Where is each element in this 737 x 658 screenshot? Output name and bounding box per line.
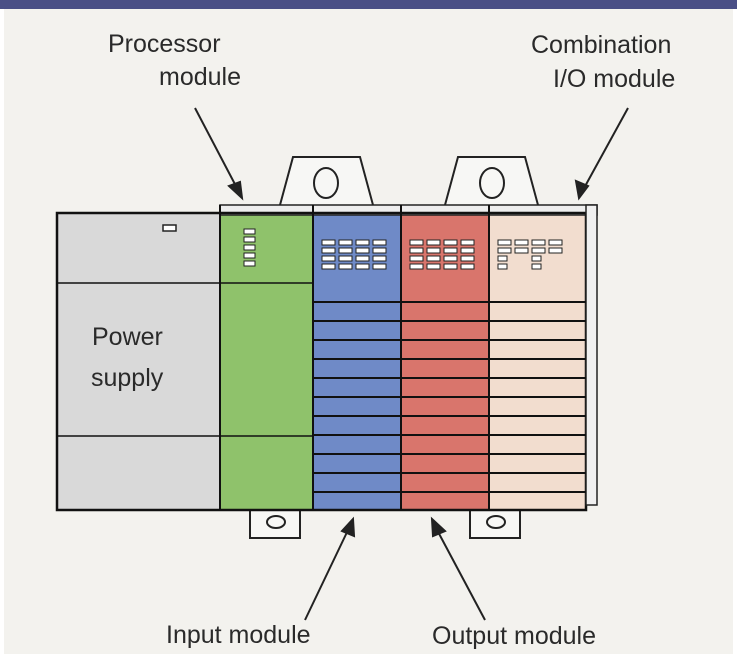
output-led	[443, 263, 458, 270]
power-supply-module	[57, 213, 220, 510]
output-led	[443, 239, 458, 246]
combo-led	[548, 247, 563, 254]
arrowhead-input	[340, 516, 356, 538]
output-led	[409, 247, 424, 254]
combo-led	[531, 255, 542, 262]
output-led	[460, 255, 475, 262]
mounting-hole-right	[479, 167, 505, 199]
input-led	[321, 239, 336, 246]
output-led	[426, 239, 441, 246]
combination-label-line2: I/O module	[553, 65, 676, 93]
combo-led	[514, 239, 529, 246]
input-led	[338, 247, 353, 254]
input-led	[321, 247, 336, 254]
output-module-label: Output module	[432, 622, 596, 650]
output-led	[409, 255, 424, 262]
bottom-hole-right	[486, 515, 506, 529]
arrowhead-combination	[574, 179, 590, 201]
combination-label-line1: Combination	[531, 31, 672, 59]
arrow-combination	[582, 107, 629, 191]
input-led	[338, 239, 353, 246]
input-led	[355, 239, 370, 246]
input-led	[355, 255, 370, 262]
combination-io-module	[489, 213, 586, 510]
processor-module	[220, 213, 313, 510]
processor-led-column	[243, 228, 256, 267]
output-led	[443, 247, 458, 254]
combo-led	[497, 239, 512, 246]
combo-led	[497, 247, 512, 254]
combo-led	[531, 263, 542, 270]
processor-label-line2: module	[159, 63, 241, 91]
arrowhead-processor	[227, 180, 244, 201]
output-module	[401, 213, 489, 510]
input-led	[321, 255, 336, 262]
combo-led	[497, 263, 508, 270]
power-indicator-icon	[162, 224, 177, 232]
output-led	[460, 239, 475, 246]
bottom-hole-left	[266, 515, 286, 529]
output-led	[409, 263, 424, 270]
combo-led	[531, 239, 546, 246]
arrow-output	[435, 527, 486, 621]
output-led	[409, 239, 424, 246]
power-supply-label-line1: Power	[92, 323, 163, 351]
input-led	[338, 263, 353, 270]
output-led	[460, 247, 475, 254]
output-led	[426, 255, 441, 262]
processor-label-line1: Processor	[108, 30, 221, 58]
chassis-right-edge	[585, 204, 598, 506]
input-led	[372, 239, 387, 246]
output-led	[426, 247, 441, 254]
input-led	[372, 247, 387, 254]
power-supply-label-line2: supply	[91, 364, 164, 392]
arrow-input	[304, 527, 350, 621]
input-led	[372, 263, 387, 270]
arrowhead-output	[430, 516, 447, 538]
combo-led	[548, 239, 563, 246]
input-module	[313, 213, 401, 510]
output-led	[426, 263, 441, 270]
input-led	[372, 255, 387, 262]
combo-led	[497, 255, 508, 262]
top-border-bar	[0, 0, 737, 9]
mounting-hole-left	[313, 167, 339, 199]
input-led	[338, 255, 353, 262]
input-module-label: Input module	[166, 621, 311, 649]
output-led	[443, 255, 458, 262]
input-led	[355, 263, 370, 270]
combo-led	[514, 247, 529, 254]
arrow-processor	[194, 107, 239, 191]
output-led	[460, 263, 475, 270]
input-led	[321, 263, 336, 270]
input-led	[355, 247, 370, 254]
combo-led	[531, 247, 546, 254]
